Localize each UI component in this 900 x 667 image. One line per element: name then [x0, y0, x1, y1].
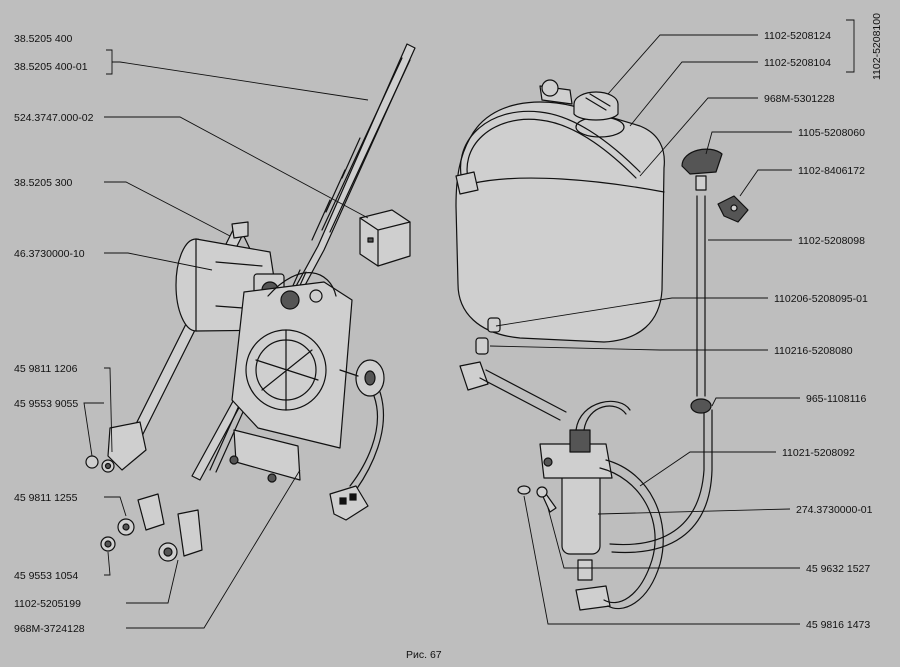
pump-hoses	[599, 409, 713, 610]
callout-45-9632-1527: 45 9632 1527	[806, 563, 870, 575]
callout-965-1108116: 965-1108116	[806, 393, 866, 405]
outlet-fittings	[459, 317, 501, 391]
callout-45-9811-1255: 45 9811 1255	[14, 492, 78, 504]
wiper-arm-lever	[231, 221, 249, 239]
figure-caption: Рис. 67	[406, 649, 442, 661]
callout-1102-5208098: 1102-5208098	[798, 235, 865, 247]
vertical-label: 1102-5208100	[871, 13, 883, 80]
callout-110216-5208080: 110216-5208080	[774, 345, 853, 357]
washer-nozzle	[681, 148, 723, 191]
tube-clip	[717, 195, 749, 223]
callout-45-9811-1206: 45 9811 1206	[14, 363, 78, 375]
callout-38-5205-400-01: 38.5205 400-01	[14, 61, 88, 73]
relay	[359, 209, 411, 267]
callout-45-9553-9055: 45 9553 9055	[14, 398, 78, 410]
pump-feed-tube	[479, 369, 567, 421]
callout-110206-5208095-01: 110206-5208095-01	[774, 293, 868, 305]
wiper-connector	[329, 485, 369, 521]
callout-1102-5205199: 1102-5205199	[14, 598, 81, 610]
callout-1102-5208124: 1102-5208124	[764, 30, 831, 42]
callout-1105-5208060: 1105-5208060	[798, 127, 865, 139]
washer-reservoir	[455, 101, 665, 343]
callout-labels-right: 1102-5208124 1102-5208104 968M-5301228 1…	[764, 30, 873, 631]
nozzle-tube	[690, 195, 712, 414]
callout-45-9816-1473: 45 9816 1473	[806, 619, 870, 631]
callout-968m-3724128: 968M-3724128	[14, 623, 85, 635]
wiper-blade	[191, 43, 416, 481]
callout-524-3747-000-02: 524.3747.000-02	[14, 112, 94, 124]
callout-968m-5301228: 968M-5301228	[764, 93, 835, 105]
cable-grommet	[339, 359, 385, 491]
wiper-assembly	[85, 43, 416, 562]
callout-38-5205-300: 38.5205 300	[14, 177, 73, 189]
pump-screw	[517, 485, 557, 513]
callout-38-5205-400: 38.5205 400	[14, 33, 73, 45]
callout-labels-left: 38.5205 400 38.5205 400-01 524.3747.000-…	[14, 33, 94, 635]
callout-1102-5208104: 1102-5208104	[764, 57, 831, 69]
reservoir-cap	[539, 79, 619, 121]
washer-pump	[539, 400, 631, 611]
leader-lines	[83, 19, 855, 629]
callout-274-3730000-01: 274.3730000-01	[796, 504, 873, 516]
callout-1102-8406172: 1102-8406172	[798, 165, 865, 177]
callout-11021-5208092: 11021-5208092	[782, 447, 855, 459]
gear-housing	[229, 272, 353, 483]
reservoir-hose	[455, 110, 641, 195]
washer-assembly	[455, 79, 749, 611]
callout-46-3730000-10: 46.3730000-10	[14, 248, 85, 260]
callout-45-9553-1054: 45 9553 1054	[14, 570, 78, 582]
fasteners	[85, 455, 203, 562]
